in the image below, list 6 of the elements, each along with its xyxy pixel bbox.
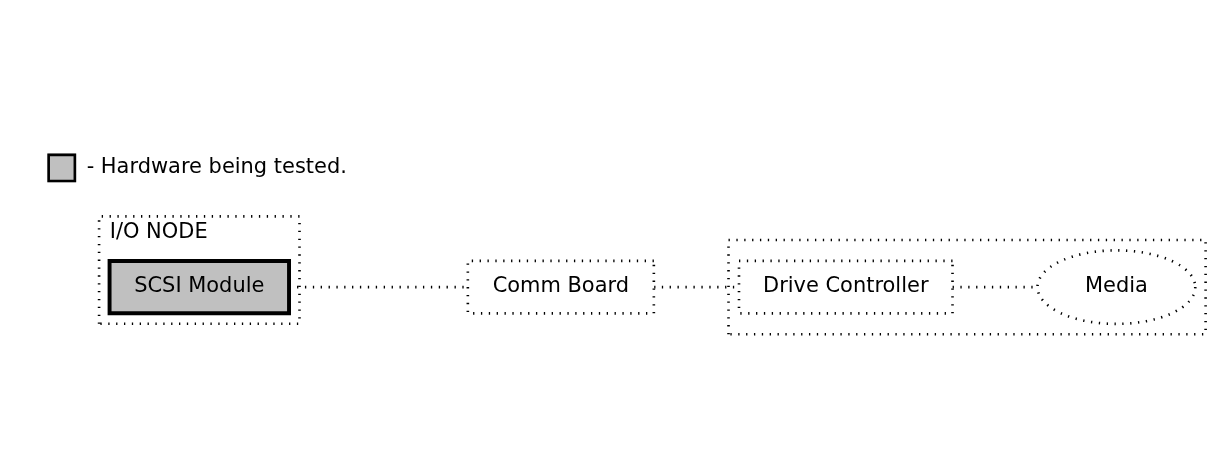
node-box: Comm Board: [466, 259, 656, 315]
node-box: SCSI Module: [107, 258, 291, 315]
legend-label: - Hardware being tested.: [86, 153, 347, 178]
node-ellipse: Media: [1036, 248, 1197, 325]
cluster: [727, 238, 1207, 336]
node-box: Drive Controller: [737, 259, 954, 315]
